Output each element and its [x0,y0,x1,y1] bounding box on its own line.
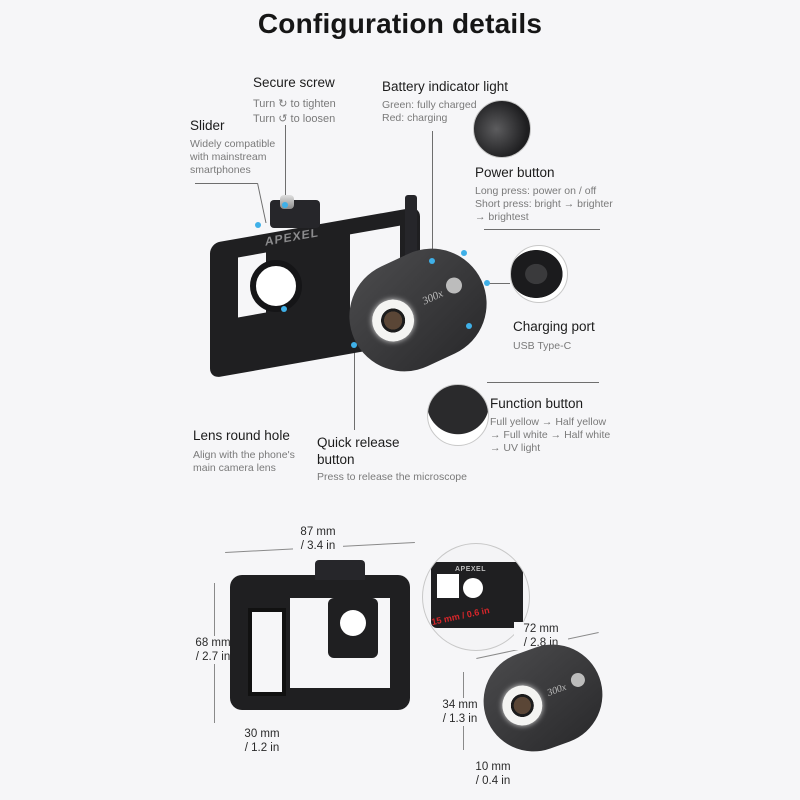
microscope-dimension-image: 300x [469,630,617,766]
power-button-title: Power button [475,165,555,180]
phone-clip-dimension-image [230,560,415,710]
clip-width-mm: 87 mm [300,526,336,538]
clip-height-mm: 68 mm [195,637,231,649]
clip-depth-in: / 1.2 in [244,742,280,754]
led-ring [496,679,548,732]
battery-leader-line [432,131,433,261]
function-leader-line [487,382,599,383]
lens-desc-line: main camera lens [193,462,276,474]
charging-port-closeup-image [510,245,568,303]
closeup-brand-logo: APEXEL [455,566,487,573]
microscope-logo-icon [443,274,465,297]
secure-screw-leader-line [285,125,286,205]
slider-title: Slider [190,118,225,133]
magnification-label: 300x [545,681,568,699]
scope-thickness-label: 10 mm / 0.4 in [466,760,520,788]
function-button-closeup-image [427,384,489,446]
scope-thickness-in: / 0.4 in [475,775,511,787]
secure-screw-tighten: Turn ↻ to tighten [253,98,336,110]
quick-release-desc: Press to release the microscope [317,471,467,483]
slider-desc-line: Widely compatible [190,138,276,150]
battery-marker [429,258,435,264]
scope-width-mm: 72 mm [523,623,559,635]
quick-release-title-line: button [317,452,355,467]
power-leader-line [484,229,600,230]
power-desc-line: Short press: bright → brighter [475,198,613,210]
function-button-desc: Full yellow → Half yellow → Full white →… [490,416,610,455]
slider-desc-line: smartphones [190,164,251,176]
secure-screw-loosen: Turn ↺ to loosen [253,113,336,125]
scope-thickness-mm: 10 mm [475,761,511,773]
clip-height-in: / 2.7 in [195,651,231,663]
battery-indicator-desc: Green: fully charged Red: charging [382,99,477,125]
clip-depth-mm: 30 mm [244,728,280,740]
charging-port-title: Charging port [513,319,595,334]
scope-height-in: / 1.3 in [442,713,478,725]
battery-desc-line: Green: fully charged [382,99,477,111]
battery-desc-line: Red: charging [382,112,448,124]
clip-height-label: 68 mm / 2.7 in [190,636,236,664]
function-button-title: Function button [490,396,584,411]
power-marker [461,250,467,256]
scope-height-mm: 34 mm [442,699,478,711]
quick-release-leader-line [354,345,355,430]
lens-hole-desc: Align with the phone's main camera lens [193,449,295,475]
scope-height-label: 34 mm / 1.3 in [433,698,487,726]
slider-desc: Widely compatible with mainstream smartp… [190,138,275,177]
secure-screw-marker [282,202,288,208]
clip-width-in: / 3.4 in [300,540,336,552]
lens-hole-closeup-image: APEXEL 15 mm / 0.6 in [422,543,530,651]
charging-leader-line [488,283,510,284]
magnification-label: 300x [420,287,446,308]
slider-leader-line [195,183,257,184]
led-ring [365,292,422,349]
power-desc-line: → brightest [475,211,529,223]
function-desc-line: → Full white → Half white [490,429,611,441]
clip-depth-label: 30 mm / 1.2 in [235,727,289,755]
clip-width-label: 87 mm / 3.4 in [293,525,343,553]
slider-marker [255,222,261,228]
lens-desc-line: Align with the phone's [193,449,295,461]
function-desc-line: → UV light [490,442,541,454]
power-desc-line: Long press: power on / off [475,185,597,197]
lens-hole-marker [281,306,287,312]
quick-release-marker [351,342,357,348]
charging-port-desc: USB Type-C [513,340,572,352]
page-title: Configuration details [257,8,543,39]
quick-release-title-line: Quick release [317,435,400,450]
function-marker [466,323,472,329]
lens-hole-title: Lens round hole [193,428,290,443]
function-desc-line: Full yellow → Half yellow [490,416,607,428]
charging-marker [484,280,490,286]
power-button-desc: Long press: power on / off Short press: … [475,185,613,224]
microscope-logo-icon [568,670,587,689]
secure-screw-desc: Turn ↻ to tighten Turn ↺ to loosen [253,97,336,127]
battery-indicator-closeup-image [473,100,531,158]
battery-indicator-title: Battery indicator light [382,79,509,94]
quick-release-title: Quick release button [317,434,400,468]
secure-screw-title: Secure screw [253,75,335,90]
slider-desc-line: with mainstream [190,151,267,163]
